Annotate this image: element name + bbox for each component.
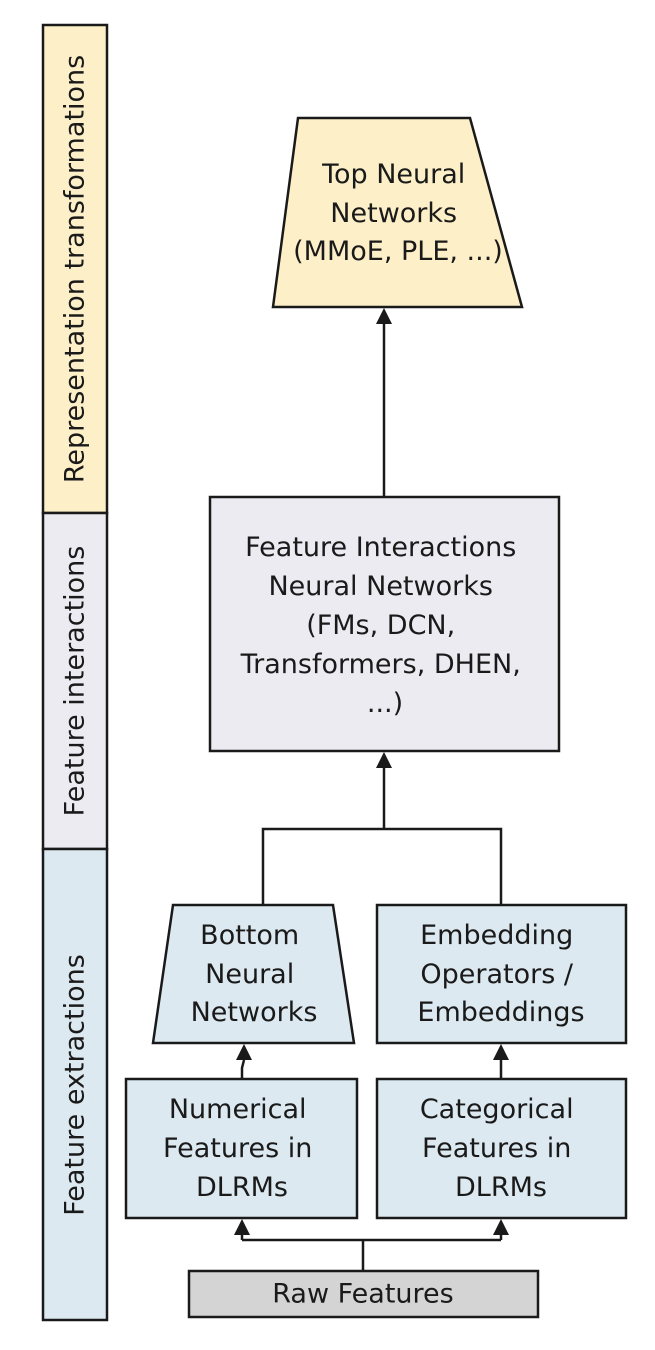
embedding-node-line-1: Embedding [420, 920, 573, 951]
bottom-neural-networks-node: Bottom Neural Networks [151, 903, 356, 1045]
arrowhead-numerical [234, 1219, 250, 1235]
raw-features-node: Raw Features [187, 1269, 540, 1319]
numerical-node-line-1: Numerical [169, 1094, 307, 1125]
arrowhead-top [376, 308, 392, 324]
numerical-features-node: Numerical Features in DLRMs [124, 1077, 359, 1220]
stage-interactions-band [41, 511, 109, 851]
feature-interactions-node: Feature Interactions Neural Networks (FM… [208, 495, 561, 753]
raw-split-connector [240, 1234, 503, 1270]
stage-representation-label: Representation transformations [60, 55, 91, 483]
bottom-node-line-1: Bottom [200, 920, 299, 951]
arrowhead-categorical [493, 1219, 509, 1235]
arrowhead-embedding [493, 1044, 509, 1060]
svg-text:Bottom Neural Netw: Bottom Neural Networks [191, 920, 318, 1028]
svg-text:Top Neural Networks: Top Neural Networks (MMoE, PLE, ...) [293, 159, 503, 267]
svg-text:Categorical Features in: Categorical Features in DLRMs [420, 1094, 582, 1203]
stage-extractions-label: Feature extractions [60, 954, 91, 1216]
numerical-node-line-3: DLRMs [196, 1172, 288, 1203]
top-node-line-2: Networks [330, 198, 457, 229]
interaction-node-line-4: Transformers, DHEN, [240, 649, 521, 680]
categorical-features-node: Categorical Features in DLRMs [375, 1077, 628, 1220]
interaction-node-line-1: Feature Interactions [245, 532, 516, 563]
stage-interactions-label: Feature interactions [60, 546, 91, 817]
merge-connector [261, 767, 503, 904]
embedding-node-line-3: Embeddings [417, 997, 584, 1028]
embedding-node-line-2: Operators / [420, 959, 574, 990]
bottom-node-line-3: Networks [191, 997, 318, 1028]
stage-representation-band [41, 23, 109, 515]
numerical-node-line-2: Features in [163, 1133, 312, 1164]
embedding-node: Embedding Operators / Embeddings [375, 903, 628, 1045]
svg-text:Feature Interactions Neu: Feature Interactions Neural Networks (FM… [240, 532, 530, 719]
bottom-node-line-2: Neural [205, 959, 294, 990]
top-node-line-3: (MMoE, PLE, ...) [293, 236, 503, 267]
interaction-node-line-3: (FMs, DCN, [306, 610, 455, 641]
svg-text:Numerical Features in: Numerical Features in DLRMs [163, 1094, 321, 1203]
top-neural-networks-node: Top Neural Networks (MMoE, PLE, ...) [271, 116, 524, 309]
svg-text:Embedding Operators /: Embedding Operators / Embeddings [417, 920, 584, 1028]
interaction-node-line-2: Neural Networks [268, 571, 492, 602]
stage-bar: Representation transformations Feature i… [41, 23, 109, 1322]
categorical-node-line-1: Categorical [420, 1094, 574, 1125]
top-node-line-1: Top Neural [321, 159, 465, 190]
numerical-to-bottom-arrow [240, 1059, 246, 1078]
arrowhead-interaction [376, 752, 392, 768]
raw-features-label: Raw Features [272, 1279, 453, 1310]
stage-extractions-band [41, 847, 109, 1322]
interaction-node-line-5: ...) [367, 688, 403, 719]
connectors [234, 308, 509, 1270]
arrowhead-bottom [236, 1044, 252, 1060]
categorical-node-line-3: DLRMs [455, 1172, 547, 1203]
categorical-node-line-2: Features in [422, 1133, 571, 1164]
